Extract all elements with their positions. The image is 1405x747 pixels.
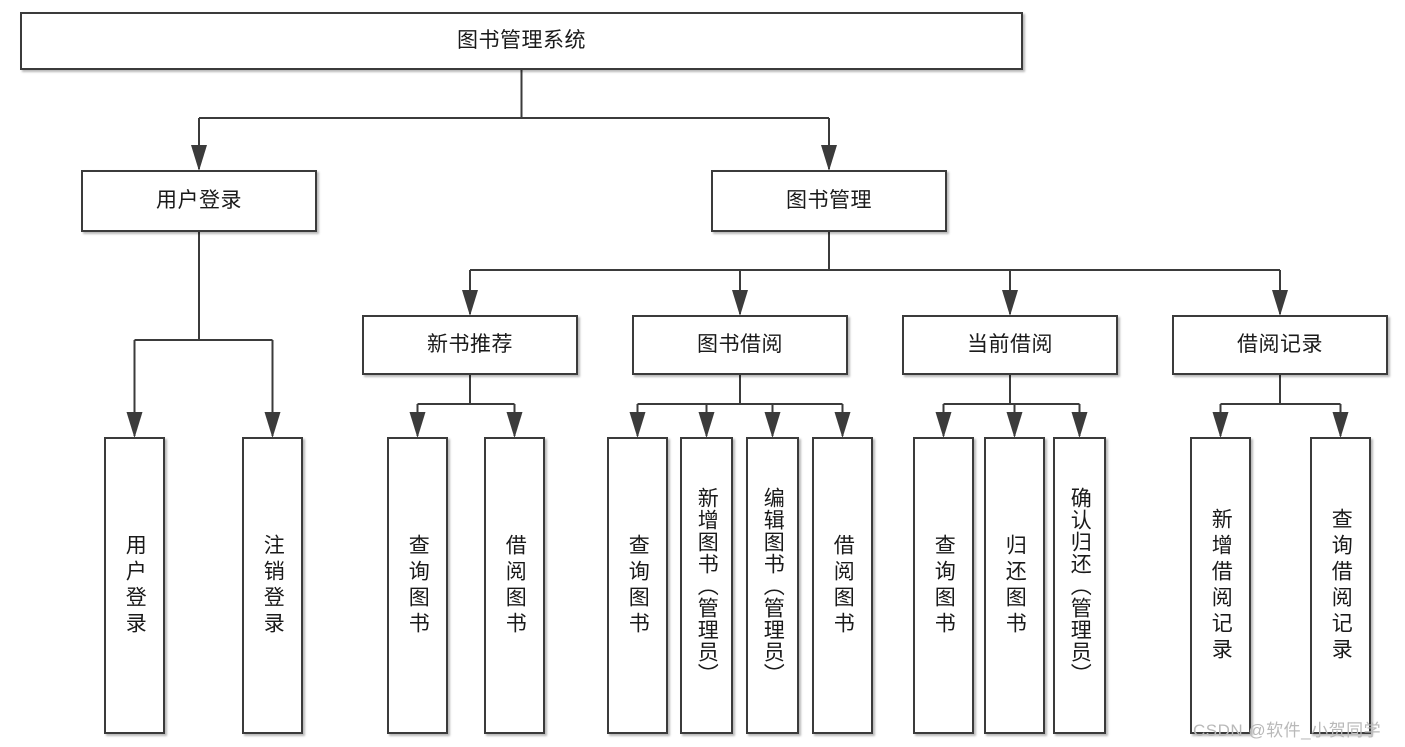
node-root-label: 图书管理系统	[457, 29, 586, 53]
leaf-user-login[interactable]: 用户登录	[104, 437, 165, 734]
leaf-borrow-book-recommend[interactable]: 借阅图书	[484, 437, 545, 734]
leaf-add-book-label: 新增图书（管理员）	[695, 486, 719, 685]
node-new-book-recommend[interactable]: 新书推荐	[362, 315, 578, 375]
node-current-borrow-label: 当前借阅	[967, 333, 1053, 357]
leaf-query-book-borrow[interactable]: 查询图书	[607, 437, 668, 734]
csdn-watermark: CSDN @软件_小贺同学	[1193, 721, 1382, 740]
node-user-login-label: 用户登录	[156, 189, 242, 213]
leaf-return-book[interactable]: 归还图书	[984, 437, 1045, 734]
leaf-query-book-current-label: 查询图书	[932, 533, 956, 638]
leaf-logout[interactable]: 注销登录	[242, 437, 303, 734]
leaf-logout-label: 注销登录	[261, 533, 285, 638]
node-user-login[interactable]: 用户登录	[81, 170, 317, 232]
node-book-borrow-label: 图书借阅	[697, 333, 783, 357]
leaf-borrow-book-borrow-label: 借阅图书	[831, 533, 855, 638]
leaf-user-login-label: 用户登录	[123, 533, 147, 638]
leaf-add-borrow-record-label: 新增借阅记录	[1209, 507, 1233, 664]
leaf-edit-book-label: 编辑图书（管理员）	[761, 486, 785, 685]
node-borrow-record-label: 借阅记录	[1237, 333, 1323, 357]
node-book-manage-label: 图书管理	[786, 189, 872, 213]
node-root[interactable]: 图书管理系统	[20, 12, 1023, 70]
leaf-query-borrow-record-label: 查询借阅记录	[1329, 507, 1353, 664]
node-new-book-recommend-label: 新书推荐	[427, 333, 513, 357]
leaf-confirm-return[interactable]: 确认归还（管理员）	[1053, 437, 1106, 734]
node-book-borrow[interactable]: 图书借阅	[632, 315, 848, 375]
leaf-query-book-recommend-label: 查询图书	[406, 533, 430, 638]
node-book-manage[interactable]: 图书管理	[711, 170, 947, 232]
leaf-borrow-book-borrow[interactable]: 借阅图书	[812, 437, 873, 734]
leaf-add-borrow-record[interactable]: 新增借阅记录	[1190, 437, 1251, 734]
leaf-query-borrow-record[interactable]: 查询借阅记录	[1310, 437, 1371, 734]
node-borrow-record[interactable]: 借阅记录	[1172, 315, 1388, 375]
leaf-query-book-borrow-label: 查询图书	[626, 533, 650, 638]
node-current-borrow[interactable]: 当前借阅	[902, 315, 1118, 375]
leaf-add-book[interactable]: 新增图书（管理员）	[680, 437, 733, 734]
leaf-borrow-book-recommend-label: 借阅图书	[503, 533, 527, 638]
leaf-query-book-current[interactable]: 查询图书	[913, 437, 974, 734]
leaf-return-book-label: 归还图书	[1003, 533, 1027, 638]
leaf-query-book-recommend[interactable]: 查询图书	[387, 437, 448, 734]
leaf-confirm-return-label: 确认归还（管理员）	[1068, 486, 1092, 685]
leaf-edit-book[interactable]: 编辑图书（管理员）	[746, 437, 799, 734]
